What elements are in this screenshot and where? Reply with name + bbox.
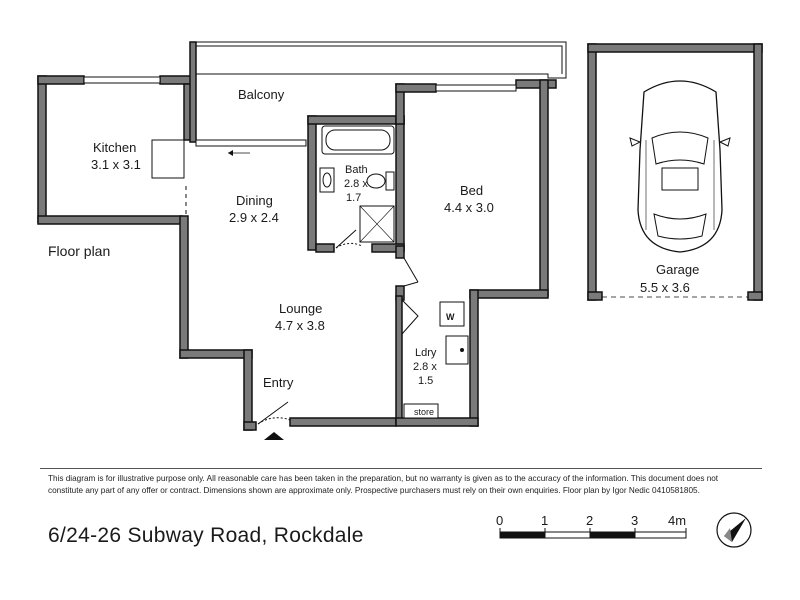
scale-label-3: 3 [631,513,639,528]
bath-size-line2: 1.7 [346,192,361,204]
garage-size: 5.5 x 3.6 [640,280,690,295]
bedroom-walls [395,79,557,301]
bath-label: Bath [345,164,368,176]
property-address: 6/24-26 Subway Road, Rockdale [48,524,364,547]
svg-text:W: W [446,312,455,322]
entry-label: Entry [263,375,294,390]
disclaimer-text: This diagram is for illustrative purpose… [48,474,719,495]
kitchen-walls [37,75,195,225]
dining-size: 2.9 x 2.4 [229,210,279,225]
laundry-label: Ldry [415,347,437,359]
garage-label: Garage [656,262,699,277]
lounge-label: Lounge [279,301,322,316]
scale-label-2: 2 [586,513,594,528]
compass-icon [716,512,752,548]
scale-label-4m: 4m [668,513,687,528]
laundry-size-line1: 2.8 x [413,361,437,373]
scale-bar [499,528,687,539]
garage-walls [587,43,763,301]
kitchen-label: Kitchen [93,140,136,155]
laundry-size-line2: 1.5 [418,375,433,387]
living-walls [151,139,397,431]
scale-label-0: 0 [496,513,504,528]
floor-plan-title: Floor plan [48,243,111,259]
car-icon [629,80,731,253]
kitchen-size: 3.1 x 3.1 [91,157,141,172]
divider [40,468,762,469]
lounge-size: 4.7 x 3.8 [275,318,325,333]
scale-label-1: 1 [541,513,549,528]
bed-size: 4.4 x 3.0 [444,200,494,215]
entry-arrow-icon [264,432,284,440]
bed-label: Bed [460,183,483,198]
laundry-walls: W [395,289,479,427]
bath-size-line1: 2.8 x [344,178,368,190]
balcony-label: Balcony [238,87,285,102]
balcony-outline [189,41,567,143]
store-label: store [414,407,434,417]
dining-label: Dining [236,193,273,208]
entry-door [255,401,291,428]
